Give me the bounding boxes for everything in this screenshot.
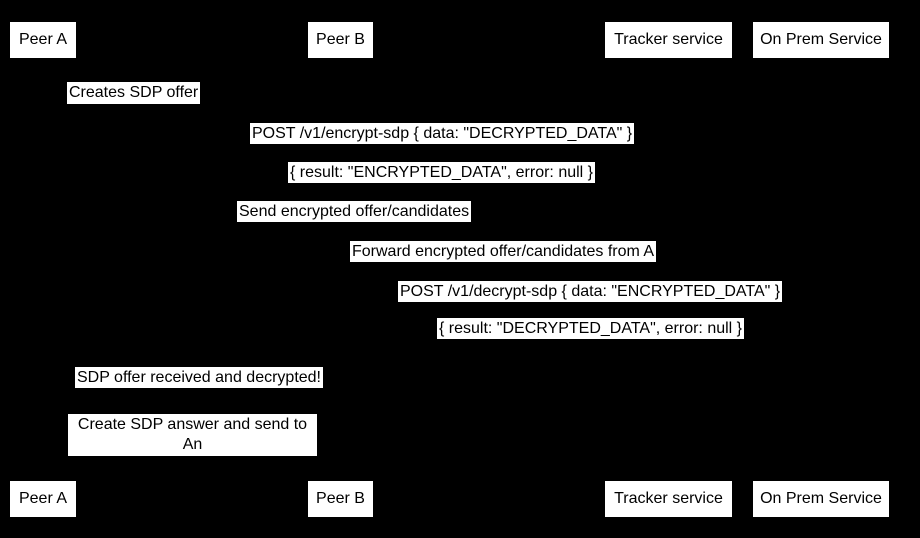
message-post-encrypt-sdp: POST /v1/encrypt-sdp { data: "DECRYPTED_… <box>250 123 635 144</box>
note-line-2: using the same mechanism <box>95 456 290 473</box>
participant-tracker-service-bottom: Tracker service <box>605 481 732 517</box>
participant-label: On Prem Service <box>760 490 882 507</box>
note-line-1: Create SDP answer and send to An <box>77 416 308 453</box>
message-decrypt-result: { result: "DECRYPTED_DATA", error: null … <box>437 318 745 339</box>
note-create-sdp-answer: Create SDP answer and send to An using t… <box>68 414 317 473</box>
message-creates-sdp-offer: Creates SDP offer <box>67 82 201 104</box>
message-encrypt-result: { result: "ENCRYPTED_DATA", error: null … <box>288 162 596 183</box>
message-send-encrypted-offer: Send encrypted offer/candidates <box>237 201 472 222</box>
participant-peer-a-bottom: Peer A <box>10 481 76 517</box>
participant-peer-b-top: Peer B <box>308 22 373 58</box>
message-sdp-offer-received: SDP offer received and decrypted! <box>75 367 323 388</box>
participant-peer-b-bottom: Peer B <box>308 481 373 517</box>
participant-tracker-service-top: Tracker service <box>605 22 732 58</box>
message-post-decrypt-sdp: POST /v1/decrypt-sdp { data: "ENCRYPTED_… <box>398 281 783 302</box>
participant-on-prem-service-bottom: On Prem Service <box>753 481 889 517</box>
participant-label: Peer B <box>316 31 365 48</box>
participant-label: Peer A <box>18 31 68 48</box>
message-forward-encrypted-offer: Forward encrypted offer/candidates from … <box>350 241 657 262</box>
participant-on-prem-service-top: On Prem Service <box>753 22 889 58</box>
participant-label: On Prem Service <box>760 31 882 48</box>
participant-label: Tracker service <box>614 31 723 48</box>
participant-label: Peer A <box>18 490 68 507</box>
participant-label: Peer B <box>316 490 365 507</box>
participant-peer-a-top: Peer A <box>10 22 76 58</box>
participant-label: Tracker service <box>614 490 723 507</box>
